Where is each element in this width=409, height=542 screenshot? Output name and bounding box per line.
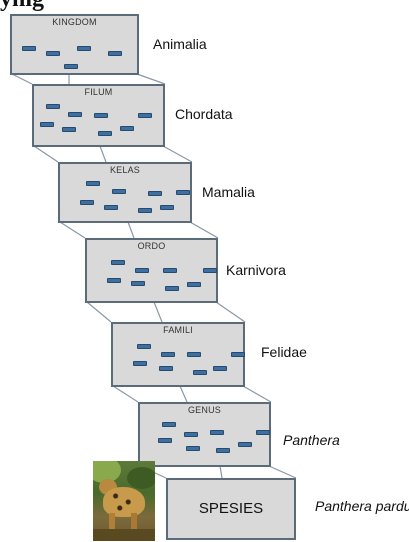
taxon-marker xyxy=(112,189,126,194)
taxon-marker xyxy=(148,191,162,196)
taxon-marker xyxy=(131,281,145,286)
taxon-marker xyxy=(111,260,125,265)
box-title-kingdom: KINGDOM xyxy=(52,17,97,27)
box-title-kelas: KELAS xyxy=(109,165,141,175)
taxon-marker xyxy=(62,127,76,132)
box-title-filum: FILUM xyxy=(84,87,113,97)
taxon-marker xyxy=(40,122,54,127)
taxon-marker xyxy=(165,286,179,291)
box-title-famili: FAMILI xyxy=(163,325,193,335)
taxon-marker xyxy=(231,352,245,357)
leopard-photo xyxy=(93,461,155,541)
rank-label-spesies: Panthera pardus xyxy=(315,498,409,514)
taxon-marker xyxy=(163,268,177,273)
rank-label-kelas: Mamalia xyxy=(202,184,255,200)
taxon-marker xyxy=(187,282,201,287)
rank-label-genus: Panthera xyxy=(283,432,340,448)
taxon-marker xyxy=(138,208,152,213)
taxon-marker xyxy=(107,278,121,283)
taxon-marker xyxy=(86,181,100,186)
taxon-marker xyxy=(161,352,175,357)
rank-label-kingdom: Animalia xyxy=(153,36,207,52)
taxon-marker xyxy=(256,430,270,435)
rank-label-famili: Felidae xyxy=(261,344,307,360)
taxon-marker xyxy=(46,104,60,109)
taxon-marker xyxy=(94,113,108,118)
rank-label-filum: Chordata xyxy=(175,106,233,122)
taxon-marker xyxy=(80,200,94,205)
box-title-genus: GENUS xyxy=(187,405,221,415)
taxon-marker xyxy=(138,113,152,118)
page-heading: yhig xyxy=(0,0,44,13)
taxon-marker xyxy=(213,366,227,371)
taxon-marker xyxy=(64,64,78,69)
taxon-marker xyxy=(162,422,176,427)
taxon-marker xyxy=(160,205,174,210)
taxon-marker xyxy=(98,131,112,136)
taxon-marker xyxy=(104,205,118,210)
box-kelas: KELAS xyxy=(58,162,192,223)
box-famili: FAMILI xyxy=(111,322,245,387)
box-spesies: SPESIES xyxy=(166,478,296,540)
box-filum: FILUM xyxy=(32,84,165,147)
taxon-marker xyxy=(238,442,252,447)
taxon-marker xyxy=(120,126,134,131)
taxon-marker xyxy=(210,430,224,435)
taxon-marker xyxy=(184,432,198,437)
box-title-spesies: SPESIES xyxy=(198,500,264,517)
taxon-marker xyxy=(176,190,190,195)
taxon-marker xyxy=(68,112,82,117)
taxon-marker xyxy=(193,370,207,375)
taxon-marker xyxy=(186,446,200,451)
taxon-marker xyxy=(135,268,149,273)
taxon-marker xyxy=(216,448,230,453)
rank-label-ordo: Karnivora xyxy=(226,262,286,278)
box-genus: GENUS xyxy=(138,402,271,467)
taxon-marker xyxy=(46,51,60,56)
taxon-marker xyxy=(187,352,201,357)
box-title-ordo: ORDO xyxy=(137,241,166,251)
taxon-marker xyxy=(158,438,172,443)
taxon-marker xyxy=(22,46,36,51)
taxon-marker xyxy=(203,268,217,273)
box-ordo: ORDO xyxy=(85,238,218,303)
box-kingdom: KINGDOM xyxy=(10,14,139,75)
taxon-marker xyxy=(159,366,173,371)
taxon-marker xyxy=(133,361,147,366)
taxon-marker xyxy=(77,46,91,51)
taxon-marker xyxy=(137,344,151,349)
taxon-marker xyxy=(108,51,122,56)
